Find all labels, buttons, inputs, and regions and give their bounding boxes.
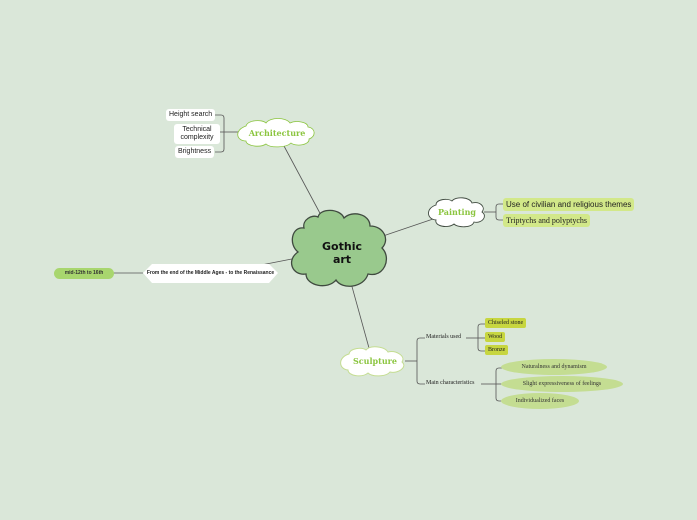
characteristic-expressiveness: Slight expressiveness of feelings <box>522 381 602 387</box>
characteristic-faces: Individualized faces <box>515 398 565 404</box>
period-label: From the end of the Middle Ages - to the… <box>146 270 275 276</box>
period-date-label: mid-12th to 16th <box>64 270 104 276</box>
material-bronze[interactable]: Bronze <box>485 345 509 355</box>
architecture-item-height-search[interactable]: Height search <box>166 109 216 121</box>
period-date-pill[interactable] <box>54 268 114 279</box>
sculpture-label: Sculpture <box>353 356 397 366</box>
painting-label: Painting <box>438 207 476 217</box>
material-chiseled-stone[interactable]: Chiseled stone <box>485 318 527 328</box>
oval-faces[interactable] <box>501 393 579 409</box>
architecture-cloud[interactable] <box>237 118 315 148</box>
painting-item-themes[interactable]: Use of civilian and religious themes <box>503 198 635 211</box>
material-wood[interactable]: Wood <box>485 332 506 342</box>
period-node[interactable] <box>143 264 278 283</box>
architecture-label: Architecture <box>248 128 306 138</box>
materials-used-label[interactable]: Materials used <box>426 334 462 340</box>
sculpture-cloud[interactable] <box>340 346 405 377</box>
oval-naturalness[interactable] <box>501 359 607 375</box>
painting-cloud[interactable] <box>428 197 485 228</box>
main-characteristics-label[interactable]: Main characteristics <box>426 380 475 386</box>
characteristic-naturalness: Naturalness and dynamism <box>521 364 587 370</box>
painting-item-triptychs[interactable]: Triptychs and polyptychs <box>503 214 591 227</box>
architecture-item-brightness[interactable]: Brightness <box>175 146 215 158</box>
oval-slight[interactable] <box>501 376 623 392</box>
central-topic-label: Gothic art <box>322 240 362 266</box>
architecture-item-technical-complexity[interactable]: Technical complexity <box>174 124 220 144</box>
central-cloud[interactable] <box>290 209 387 287</box>
